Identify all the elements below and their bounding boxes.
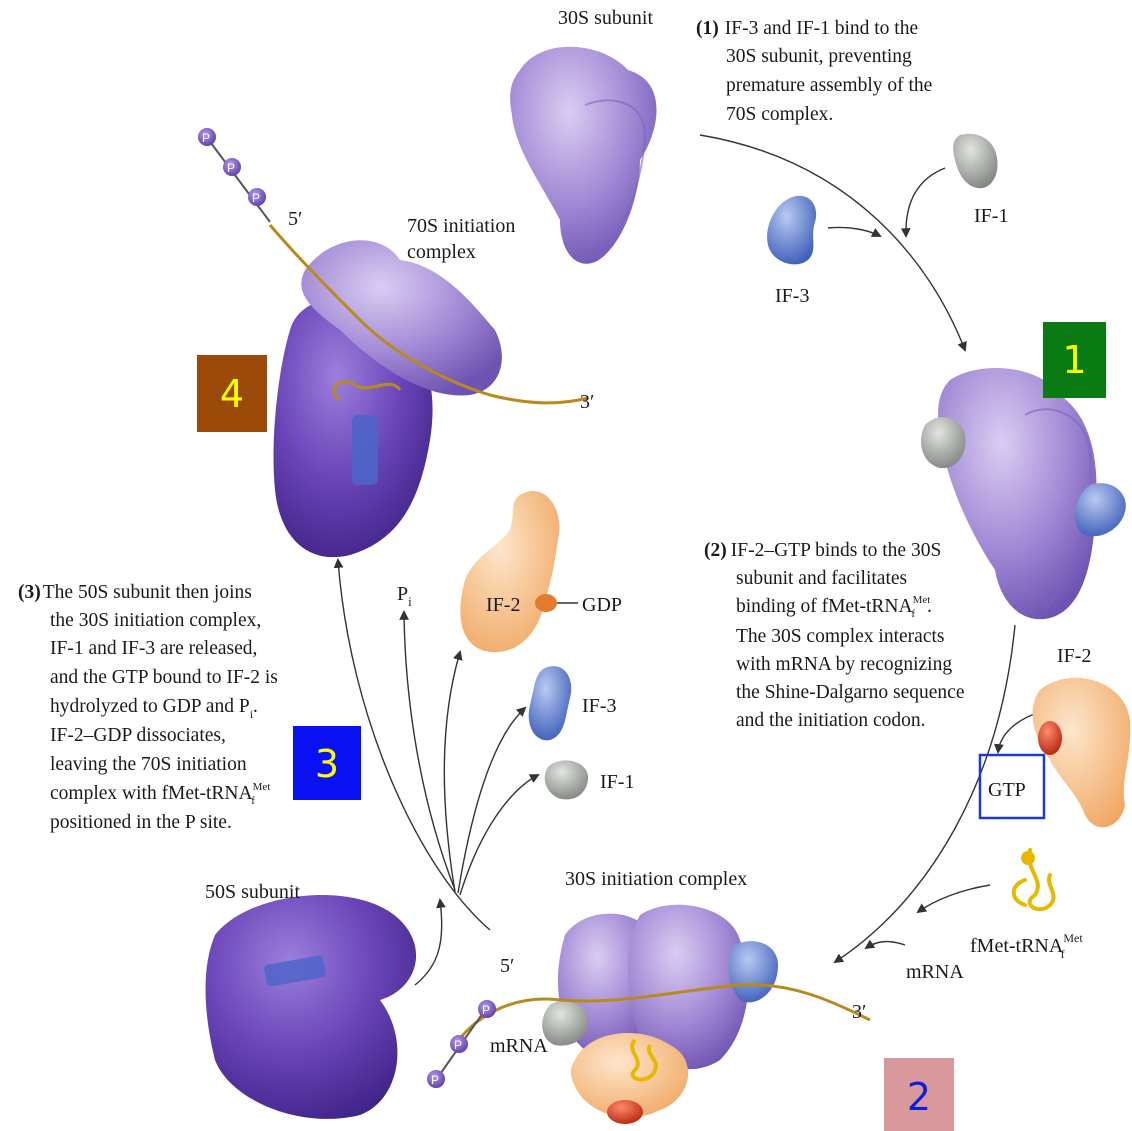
caption-step2: (2)IF-2–GTP binds to the 30S subunit and… [704,540,965,731]
label-mrna-right: mRNA [906,961,964,983]
label-phosphate: P [227,161,235,175]
complex-30s-initiation [542,905,778,1124]
arrow-trna-join [918,885,990,912]
subunit-50s [206,895,417,1119]
svg-text:(2)IF-2–GTP binds to the 30S: (2)IF-2–GTP binds to the 30S [704,540,941,561]
step-badge-2: 2 [884,1058,954,1131]
svg-text:leaving the 70S initiation: leaving the 70S initiation [50,754,247,775]
svg-text:subunit and facilitates: subunit and facilitates [736,568,907,589]
gdp-site [535,594,557,612]
label-5prime-top: 5′ [288,208,302,230]
step-badge-4: 4 [197,355,267,432]
if3-protein-top [767,196,816,265]
if1-protein-top [953,134,997,188]
label-if2-right: IF-2 [1057,645,1091,667]
svg-text:(3)The 50S subunit then joins: (3)The 50S subunit then joins [18,582,252,603]
if2-gtp-right [1033,678,1131,828]
svg-text:the 30S initiation complex,: the 30S initiation complex, [50,610,261,631]
arrow-pi-release [404,612,455,890]
arrow-if3-join [828,227,880,236]
svg-text:with mRNA by recognizing: with mRNA by recognizing [736,654,952,675]
label-3prime-top: 3′ [580,391,594,413]
step-badge-1: 1 [1043,322,1106,398]
label-70s-line2: complex [407,241,476,263]
label-if1-mid: IF-1 [600,771,634,793]
svg-text:and the initiation codon.: and the initiation codon. [736,710,926,731]
label-phosphate: P [482,1003,490,1017]
subunit-30s-top [510,47,656,264]
complex-step1 [921,368,1126,619]
label-phosphate: P [454,1038,462,1052]
caption-step1: (1)IF-3 and IF-1 bind to the 30S subunit… [696,18,932,125]
label-30s-subunit: 30S subunit [558,7,653,29]
label-gtp: GTP [988,779,1026,801]
if1-released [545,760,588,799]
svg-text:premature assembly of the: premature assembly of the [726,75,932,96]
label-50s-subunit: 50S subunit [205,881,300,903]
svg-text:IF-1 and IF-3 are released,: IF-1 and IF-3 are released, [50,638,257,659]
label-if2-mid: IF-2 [486,594,520,616]
svg-text:positioned in the P site.: positioned in the P site. [50,812,232,833]
label-5prime-bottom: 5′ [500,955,514,977]
svg-text:30S subunit, preventing: 30S subunit, preventing [726,46,912,67]
svg-text:3: 3 [315,742,339,786]
if2-gdp-released [460,491,578,652]
label-gdp: GDP [582,594,622,616]
arrow-if1-join [906,168,945,236]
arrow-if1-release [460,775,538,895]
svg-text:the Shine-Dalgarno sequence: the Shine-Dalgarno sequence [736,682,965,703]
label-phosphate: P [202,131,210,145]
caption-step3: (3)The 50S subunit then joins the 30S in… [18,582,278,833]
label-phosphate: P [431,1073,439,1087]
label-phosphate: P [252,191,260,205]
label-if1-top: IF-1 [974,205,1008,227]
arrow-step1 [700,135,965,350]
label-70s-line1: 70S initiation [407,215,515,237]
arrow-if3-release [458,708,525,893]
svg-text:hydrolyzed to GDP and Pi.: hydrolyzed to GDP and Pi. [50,696,258,721]
svg-text:70S complex.: 70S complex. [726,104,833,125]
arrow-mrna-join [866,942,905,948]
if3-bound-bottom [728,941,778,1002]
step-badge-3: 3 [293,726,361,800]
label-if3-mid: IF-3 [582,695,616,717]
svg-text:and the GTP bound to IF-2 is: and the GTP bound to IF-2 is [50,667,278,688]
gtp-site [1038,721,1062,755]
svg-text:1: 1 [1062,338,1086,382]
arrow-if2-release [444,652,460,892]
label-mrna-bottom: mRNA [490,1035,548,1057]
svg-text:IF-2–GDP dissociates,: IF-2–GDP dissociates, [50,725,226,746]
label-if3-top: IF-3 [775,285,809,307]
label-3prime-bottom: 3′ [852,1001,866,1023]
label-30s-initiation-complex: 30S initiation complex [565,868,747,890]
fmet-trna-right [1014,850,1054,909]
arrow-50s-join [415,900,442,985]
svg-text:4: 4 [220,372,244,416]
complex-70s-initiation [273,240,501,557]
svg-text:(1)IF-3 and IF-1 bind to the: (1)IF-3 and IF-1 bind to the [696,18,918,39]
if3-released [529,666,572,740]
svg-text:The 30S complex interacts: The 30S complex interacts [736,626,944,647]
svg-text:2: 2 [907,1075,931,1119]
label-pi: Pi [397,583,412,609]
